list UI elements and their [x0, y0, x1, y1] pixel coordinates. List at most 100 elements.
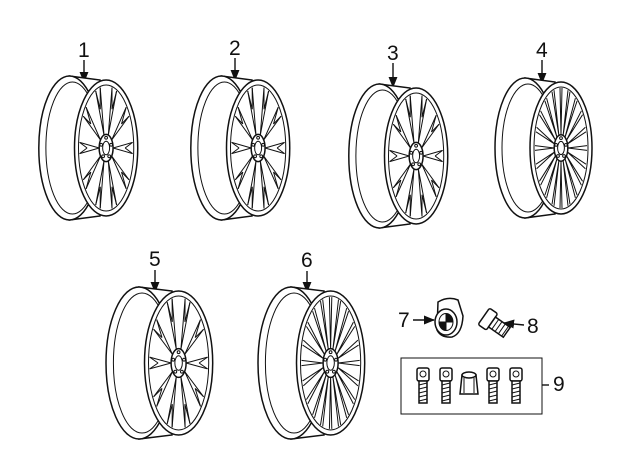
- wheel-spoke: [334, 307, 350, 352]
- wheel-4-multi-spoke: [494, 77, 593, 219]
- wheel-spoke-fork: [273, 171, 282, 189]
- wheel-spoke-fork: [405, 95, 411, 118]
- wheel-spoke: [544, 158, 558, 199]
- wheel-hub: [553, 134, 569, 162]
- wheel-spoke-fork: [431, 179, 440, 197]
- wheel-spoke: [337, 366, 359, 387]
- wheel-spoke: [534, 145, 555, 151]
- wheel-lug-hole: [417, 162, 422, 167]
- wheel-lug-hole: [253, 154, 258, 159]
- wheel-spoke: [302, 366, 324, 387]
- wheel-spoke-fork: [111, 87, 118, 110]
- wheel-lug-hole: [334, 357, 338, 362]
- wheel-spoke: [185, 356, 208, 370]
- wheel-lug-hole: [251, 142, 256, 147]
- wheel-spoke: [301, 359, 324, 367]
- wheel-face-inner: [230, 84, 287, 212]
- wheel-spoke-fork: [263, 186, 270, 209]
- wheel-spoke-fork: [405, 194, 411, 217]
- wheel-spoke: [421, 114, 440, 149]
- wheel-lug-hole: [414, 143, 419, 148]
- callout-2: 2: [229, 37, 241, 60]
- bolt-set-box: [400, 357, 543, 415]
- wheel-5-split-spoke: [105, 286, 214, 440]
- wheel-lug-hole: [559, 136, 563, 141]
- wheel-spoke-fork: [124, 141, 133, 155]
- wheel-6-mesh-spoke: [257, 286, 366, 440]
- wheel-face-inner: [148, 295, 210, 431]
- wheel-lug-hole: [256, 135, 261, 140]
- wheel-spoke: [234, 106, 253, 141]
- wheel-hub: [250, 133, 266, 163]
- wheel-spoke: [112, 141, 133, 155]
- wheel-spoke-fork: [431, 115, 440, 133]
- wheel-spoke: [562, 160, 571, 206]
- wheel-spoke: [82, 106, 101, 141]
- wheel-spoke: [564, 158, 578, 199]
- locking-bolt: [439, 367, 453, 404]
- wheel-spoke-fork: [166, 403, 173, 428]
- wheel-face-inner: [78, 84, 135, 212]
- wheel-spoke: [320, 299, 329, 350]
- wheel-lug-hole: [323, 357, 328, 362]
- wheel-center-bore: [557, 140, 565, 156]
- wheel-spoke-fork: [153, 388, 163, 407]
- wheel-spoke-fork: [392, 115, 402, 133]
- wheel-spoke-fork: [421, 95, 428, 118]
- wheel-spoke: [111, 106, 130, 141]
- wheel-spoke: [564, 97, 578, 138]
- wheel-lug-hole: [332, 369, 336, 374]
- wheel-spoke: [551, 90, 560, 136]
- wheel-spoke-fork: [434, 149, 443, 163]
- wheel-spoke-fork: [82, 171, 92, 189]
- wheel-center-bore: [174, 355, 183, 371]
- wheel-lug-hole: [261, 142, 266, 147]
- wheel-spoke: [559, 161, 563, 209]
- wheel-spoke: [234, 155, 253, 190]
- wheel-spoke-fork: [247, 87, 253, 110]
- wheel-spoke-fork: [121, 107, 130, 125]
- wheel-1-split-spoke: [38, 75, 139, 221]
- wheel-spoke: [337, 339, 359, 360]
- wheel-spoke: [184, 371, 205, 407]
- wheel-lug-hole: [109, 142, 113, 147]
- wheel-spoke-fork: [194, 388, 204, 407]
- wheel-spoke: [562, 90, 571, 136]
- wheel-spoke: [320, 376, 329, 427]
- wheel-spoke-fork: [247, 186, 253, 209]
- wheel-spoke-fork: [194, 319, 204, 338]
- wheel-spoke-fork: [234, 171, 244, 189]
- callout-5: 5: [149, 248, 161, 271]
- wheel-lug-hole: [99, 142, 104, 147]
- wheel-spoke: [328, 297, 333, 349]
- wheel-spoke-fork: [184, 403, 191, 428]
- wheel-spoke: [392, 163, 411, 198]
- wheel-spoke: [392, 114, 411, 149]
- wheel-spoke: [332, 299, 342, 350]
- wheel-spoke: [328, 377, 333, 429]
- wheel-hub: [322, 347, 339, 379]
- wheel-spoke-fork: [166, 298, 173, 323]
- wheel-lug-hole: [176, 350, 181, 355]
- wheel-spoke: [180, 298, 191, 350]
- wheel-spoke: [338, 359, 360, 367]
- wheel-spoke: [422, 149, 443, 163]
- wheel-spoke: [567, 151, 587, 170]
- wheel-lug-hole: [325, 369, 330, 374]
- wheel-bolt-part-8: [478, 308, 512, 339]
- wheel-spoke: [302, 339, 324, 360]
- wheel-spoke: [567, 126, 587, 145]
- wheel-spoke: [82, 155, 101, 190]
- wheel-spoke-fork: [121, 171, 130, 189]
- leader-8: [502, 319, 525, 329]
- wheel-lug-hole: [182, 357, 186, 362]
- wheel-lug-hole: [180, 369, 184, 374]
- wheel-hub: [408, 141, 424, 171]
- wheel-spoke: [153, 371, 173, 407]
- wheel-lug-hole: [328, 350, 333, 355]
- wheel-spoke: [389, 149, 410, 163]
- wheel-spoke: [263, 155, 282, 190]
- wheel-spoke: [336, 321, 356, 355]
- wheel-spoke: [535, 151, 555, 170]
